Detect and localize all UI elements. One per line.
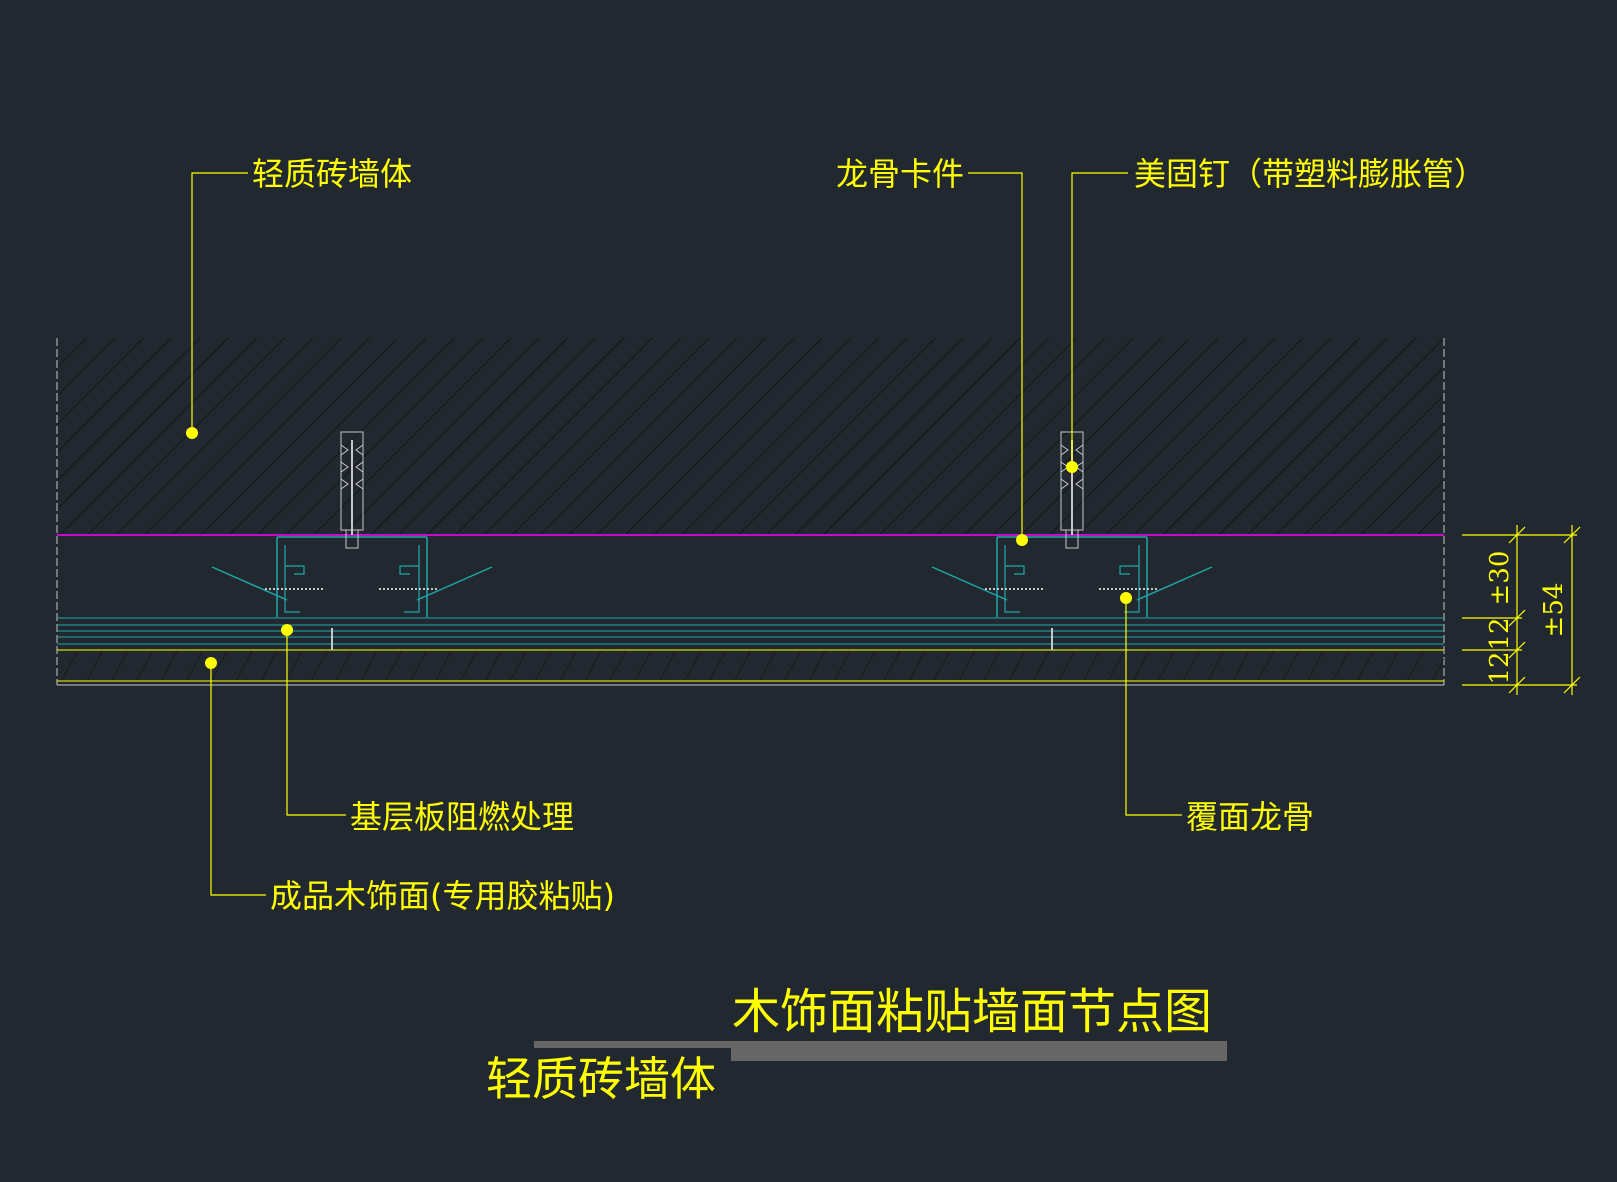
dimension-texts: ±30 ±54 12 12 [1485, 551, 1569, 685]
title-main: 木饰面粘贴墙面节点图 [732, 984, 1212, 1040]
leader-base-board [286, 630, 346, 816]
leader-keel-clip [968, 172, 1023, 540]
dim-54: ±54 [1539, 583, 1569, 638]
label-base-board: 基层板阻燃处理 [350, 798, 574, 836]
leader-anchor-nail [1071, 172, 1128, 467]
title-sub: 轻质砖墙体 [486, 1052, 716, 1106]
base-board [57, 617, 1444, 651]
leaders [191, 172, 1182, 896]
label-wood-finish: 成品木饰面(专用胶粘贴) [270, 877, 615, 915]
label-anchor-nail: 美固钉（带塑料膨胀管） [1134, 155, 1486, 193]
dim-12-lower: 12 [1485, 651, 1515, 684]
wood-finish-layer [57, 651, 1444, 686]
dim-12-upper: 12 [1485, 617, 1515, 650]
title-underline-main [731, 1041, 1227, 1061]
dimension-lines [1462, 525, 1581, 695]
keel-clip-left [276, 536, 428, 617]
keel-clip-right [996, 536, 1148, 617]
keel-assembly-left [211, 431, 493, 650]
leader-cover-keel [1125, 598, 1182, 816]
label-brick-wall: 轻质砖墙体 [252, 155, 412, 193]
label-keel-clip: 龙骨卡件 [836, 155, 964, 193]
labels: 轻质砖墙体 龙骨卡件 美固钉（带塑料膨胀管） 基层板阻燃处理 覆面龙骨 成品木饰… [252, 155, 1486, 915]
brick-wall [56, 338, 1445, 685]
brick-wall-hatch [57, 338, 1444, 535]
dim-30: ±30 [1485, 551, 1515, 606]
label-cover-keel: 覆面龙骨 [1186, 798, 1314, 836]
leader-wood-finish [210, 663, 266, 896]
title-block: 木饰面粘贴墙面节点图 轻质砖墙体 [486, 984, 1227, 1106]
leader-brick-wall [191, 172, 248, 433]
title-underline-sub [534, 1041, 731, 1048]
leader-dots [186, 427, 1132, 669]
